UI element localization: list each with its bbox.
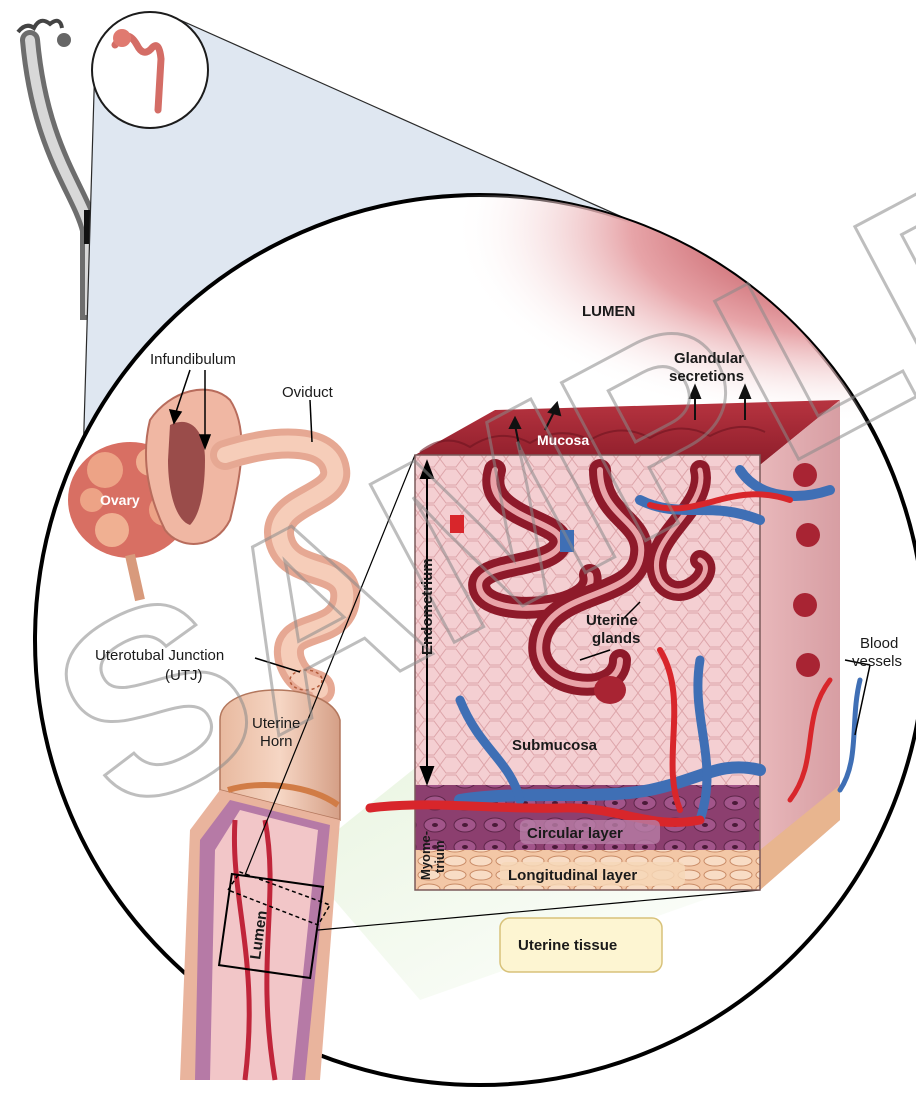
endometrium-label: Endometrium <box>419 558 436 655</box>
glandular-label-line2: secretions <box>669 368 744 385</box>
uterine-glands-label-line2: glands <box>592 630 640 647</box>
glandular-label-line1: Glandular <box>674 350 744 367</box>
infundibulum-label: Infundibulum <box>150 351 236 368</box>
uterine-horn-label-line1: Uterine <box>252 715 300 732</box>
thumbnail-ovary-icon <box>113 29 131 47</box>
blood-vessels-label-line1: Blood <box>860 635 898 652</box>
oviduct-label: Oviduct <box>282 384 334 401</box>
utj-label-line2: (UTJ) <box>165 667 203 684</box>
lumen-label: LUMEN <box>582 303 635 320</box>
uterine-glands-label-line1: Uterine <box>586 612 638 629</box>
blood-vessels-label-line2: vessels <box>852 653 902 670</box>
ovary-label: Ovary <box>100 492 140 508</box>
mucosa-label: Mucosa <box>537 432 589 448</box>
longitudinal-layer-label: Longitudinal layer <box>508 867 637 884</box>
submucosa-label: Submucosa <box>512 737 598 754</box>
myometrium-label-line1: Myome- <box>418 831 433 880</box>
utj-label-line1: Uterotubal Junction <box>95 647 224 664</box>
zoom-circle <box>92 12 208 128</box>
uterine-horn-label-line2: Horn <box>260 733 293 750</box>
circular-layer-label: Circular layer <box>527 825 623 842</box>
myometrium-label-line2: trium <box>432 841 447 874</box>
uterine-tissue-label: Uterine tissue <box>518 937 617 954</box>
